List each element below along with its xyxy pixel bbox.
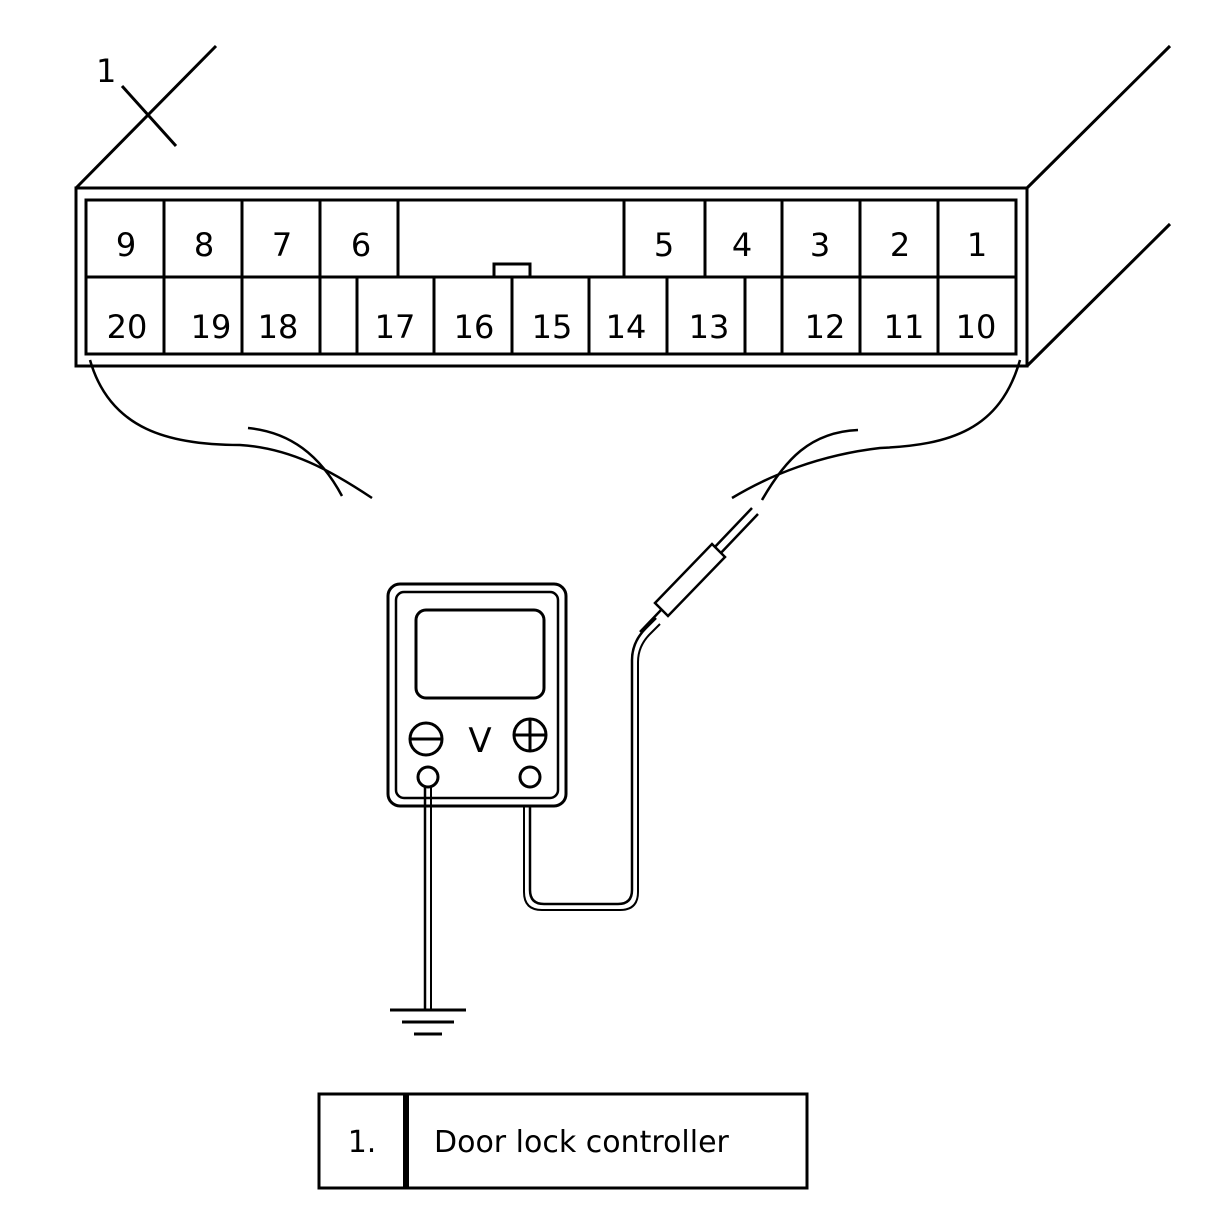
- pin-label: 12: [805, 308, 846, 346]
- positive-test-lead-edge: [523, 623, 661, 911]
- pin-label: 10: [956, 308, 997, 346]
- housing-edge-bottom-right: [1025, 222, 1172, 368]
- pin-label: 5: [654, 226, 674, 264]
- pin-label: 18: [258, 308, 299, 346]
- pin-label: 2: [890, 226, 910, 264]
- harness-wire-right-outer: [731, 359, 1022, 500]
- legend-table: 1. Door lock controller: [317, 1092, 809, 1190]
- housing-edge-left: [74, 44, 218, 190]
- minus-terminal-icon: [408, 721, 444, 757]
- probe-tip-edge: [711, 507, 753, 551]
- ground-icon: [390, 1008, 466, 1036]
- probe-tip: [717, 513, 759, 557]
- negative-jack: [416, 765, 440, 789]
- probe-body: [653, 542, 727, 618]
- test-probe: [639, 507, 759, 633]
- pin-label: 14: [606, 308, 647, 346]
- connector-housing: [74, 44, 1172, 368]
- meter-unit-label: V: [468, 721, 491, 761]
- legend-number: 1.: [348, 1125, 377, 1160]
- pin-label: 7: [272, 226, 292, 264]
- pin-label: 8: [194, 226, 214, 264]
- positive-jack: [518, 765, 542, 789]
- connector-pin-labels: 9 8 7 6 5 4 3 2 1 20 19 18 17 16 15 14 1…: [107, 226, 997, 346]
- pin-label: 16: [454, 308, 495, 346]
- legend-label: Door lock controller: [434, 1125, 730, 1160]
- pin-label: 11: [884, 308, 925, 346]
- legend-border: [317, 1092, 809, 1190]
- pin-label: 13: [689, 308, 730, 346]
- harness-wire-left-inner: [247, 426, 344, 497]
- pin-label: 20: [107, 308, 148, 346]
- pin-label: 6: [351, 226, 371, 264]
- pin-label: 1: [967, 226, 987, 264]
- wire-harness: [88, 359, 1022, 501]
- pin-label: 3: [810, 226, 830, 264]
- pin-label: 15: [532, 308, 573, 346]
- meter-inner-case: [394, 590, 560, 800]
- ground-lead: [423, 787, 432, 1010]
- pin-label: 4: [732, 226, 752, 264]
- pin-label: 19: [191, 308, 232, 346]
- positive-test-lead: [528, 617, 657, 906]
- pin-label: 9: [116, 226, 136, 264]
- probe-neck: [639, 609, 662, 633]
- plus-terminal-icon: [512, 717, 548, 753]
- connector-cavity-grid: [86, 200, 1016, 354]
- harness-wire-left-outer: [88, 359, 373, 500]
- harness-wire-right-inner: [760, 428, 859, 501]
- callout-number: 1: [96, 52, 116, 90]
- connector-lock-tab: [492, 262, 532, 279]
- voltmeter: V: [386, 582, 568, 808]
- meter-display-screen: [414, 608, 546, 700]
- pin-label: 17: [375, 308, 416, 346]
- housing-edge-top-right: [1025, 44, 1172, 190]
- connector-face: [74, 186, 1029, 368]
